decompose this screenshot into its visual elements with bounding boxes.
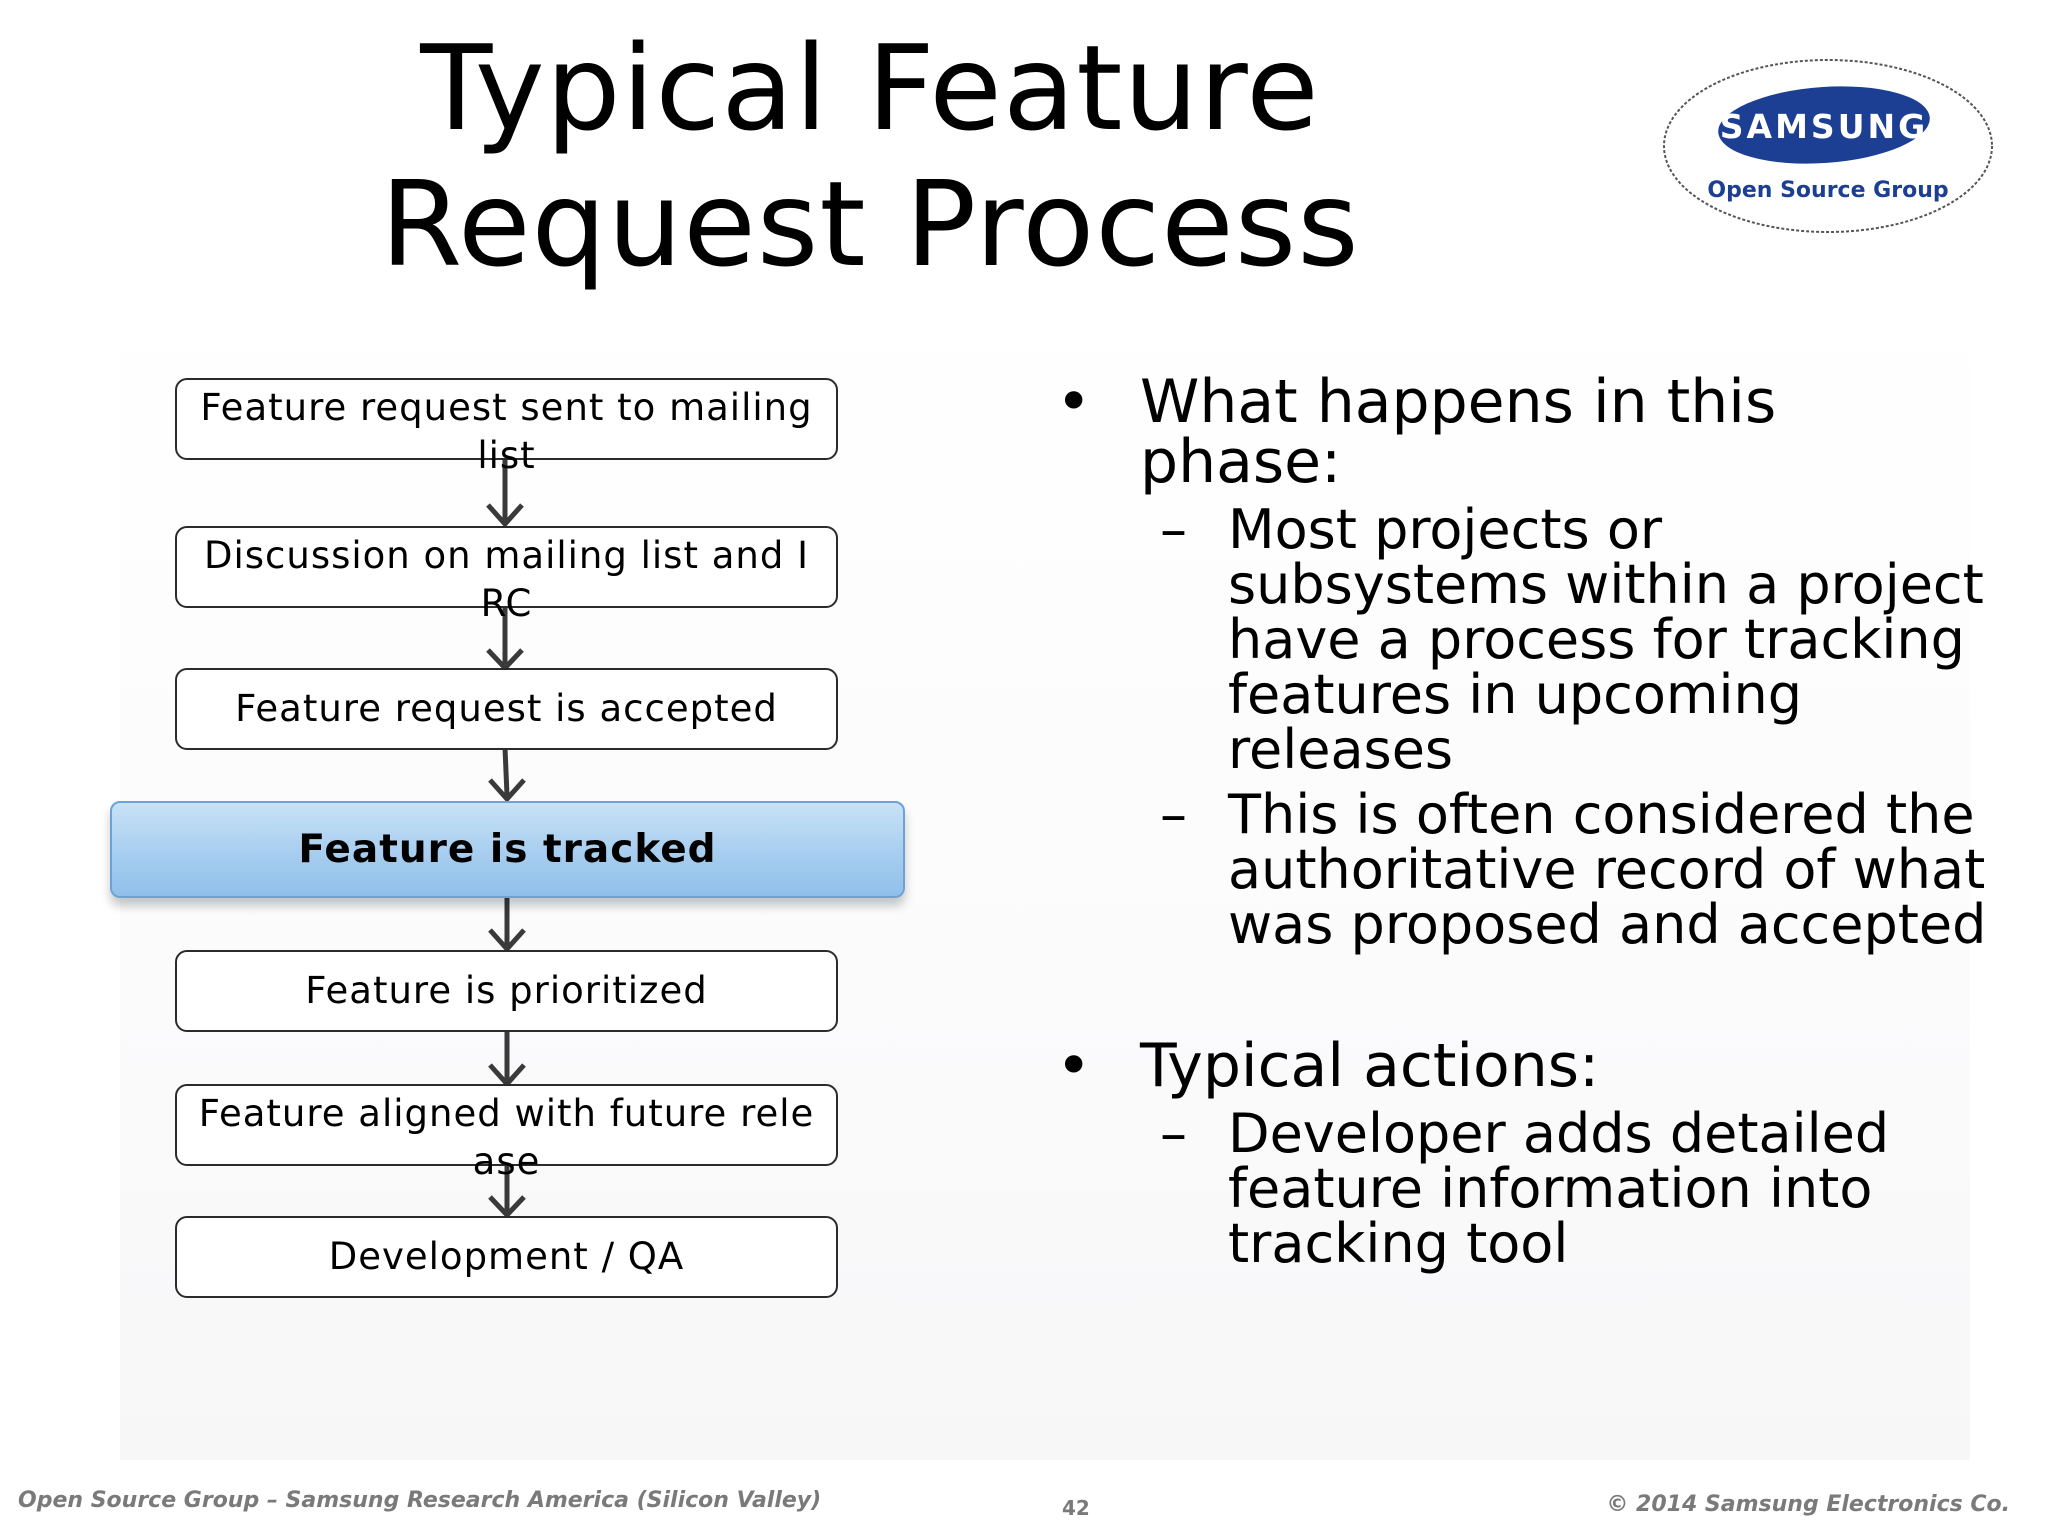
sub-bullet-text: Most projects or subsystems within a pro… <box>1228 498 1984 781</box>
flow-step-future-release: Feature aligned with future release <box>175 1084 838 1183</box>
content-bullets: • What happens in this phase: – Most pro… <box>1050 372 1990 1271</box>
flow-step-mailing-list-request: Feature request sent to mailing list <box>175 378 838 477</box>
bullet-dot: • <box>1056 367 1092 437</box>
slide-title: Typical Feature Request Process <box>380 19 1360 293</box>
bullet-text: Typical actions: <box>1140 1031 1600 1101</box>
flow-step-accepted: Feature request is accepted <box>175 668 838 750</box>
footer-organization: Open Source Group – Samsung Research Ame… <box>18 1488 822 1513</box>
flow-step-tracked: Feature is tracked <box>110 801 905 898</box>
bullet-dot: • <box>1056 1031 1092 1101</box>
logo-brand-text: SAMSUNG <box>1720 107 1928 146</box>
sub-bullet-dash: – <box>1160 783 1187 846</box>
sub-bullet: – This is often considered the authorita… <box>1050 787 1990 952</box>
flow-step-development-qa: Development / QA <box>175 1216 838 1298</box>
footer-copyright: © 2014 Samsung Electronics Co. <box>1606 1492 2010 1517</box>
bullet-text: What happens in this phase: <box>1140 367 1777 497</box>
samsung-open-source-logo: SAMSUNG Open Source Group <box>1662 56 1994 236</box>
sub-bullet-dash: – <box>1160 1102 1187 1165</box>
flow-step-discussion: Discussion on mailing list and IRC <box>175 526 838 625</box>
sub-bullet-dash: – <box>1160 498 1187 561</box>
bullet-typical-actions: • Typical actions: <box>1050 1036 1990 1096</box>
sub-bullet-text: This is often considered the authoritati… <box>1228 783 1987 956</box>
sub-bullet: – Most projects or subsystems within a p… <box>1050 502 1990 777</box>
sub-bullet: – Developer adds detailed feature inform… <box>1050 1106 1990 1271</box>
flow-step-prioritized: Feature is prioritized <box>175 950 838 1032</box>
page-number: 42 <box>1062 1496 1090 1520</box>
logo-subtitle-text: Open Source Group <box>1707 178 1948 203</box>
sub-bullet-text: Developer adds detailed feature informat… <box>1228 1102 1890 1275</box>
bullet-what-happens: • What happens in this phase: <box>1050 372 1990 492</box>
